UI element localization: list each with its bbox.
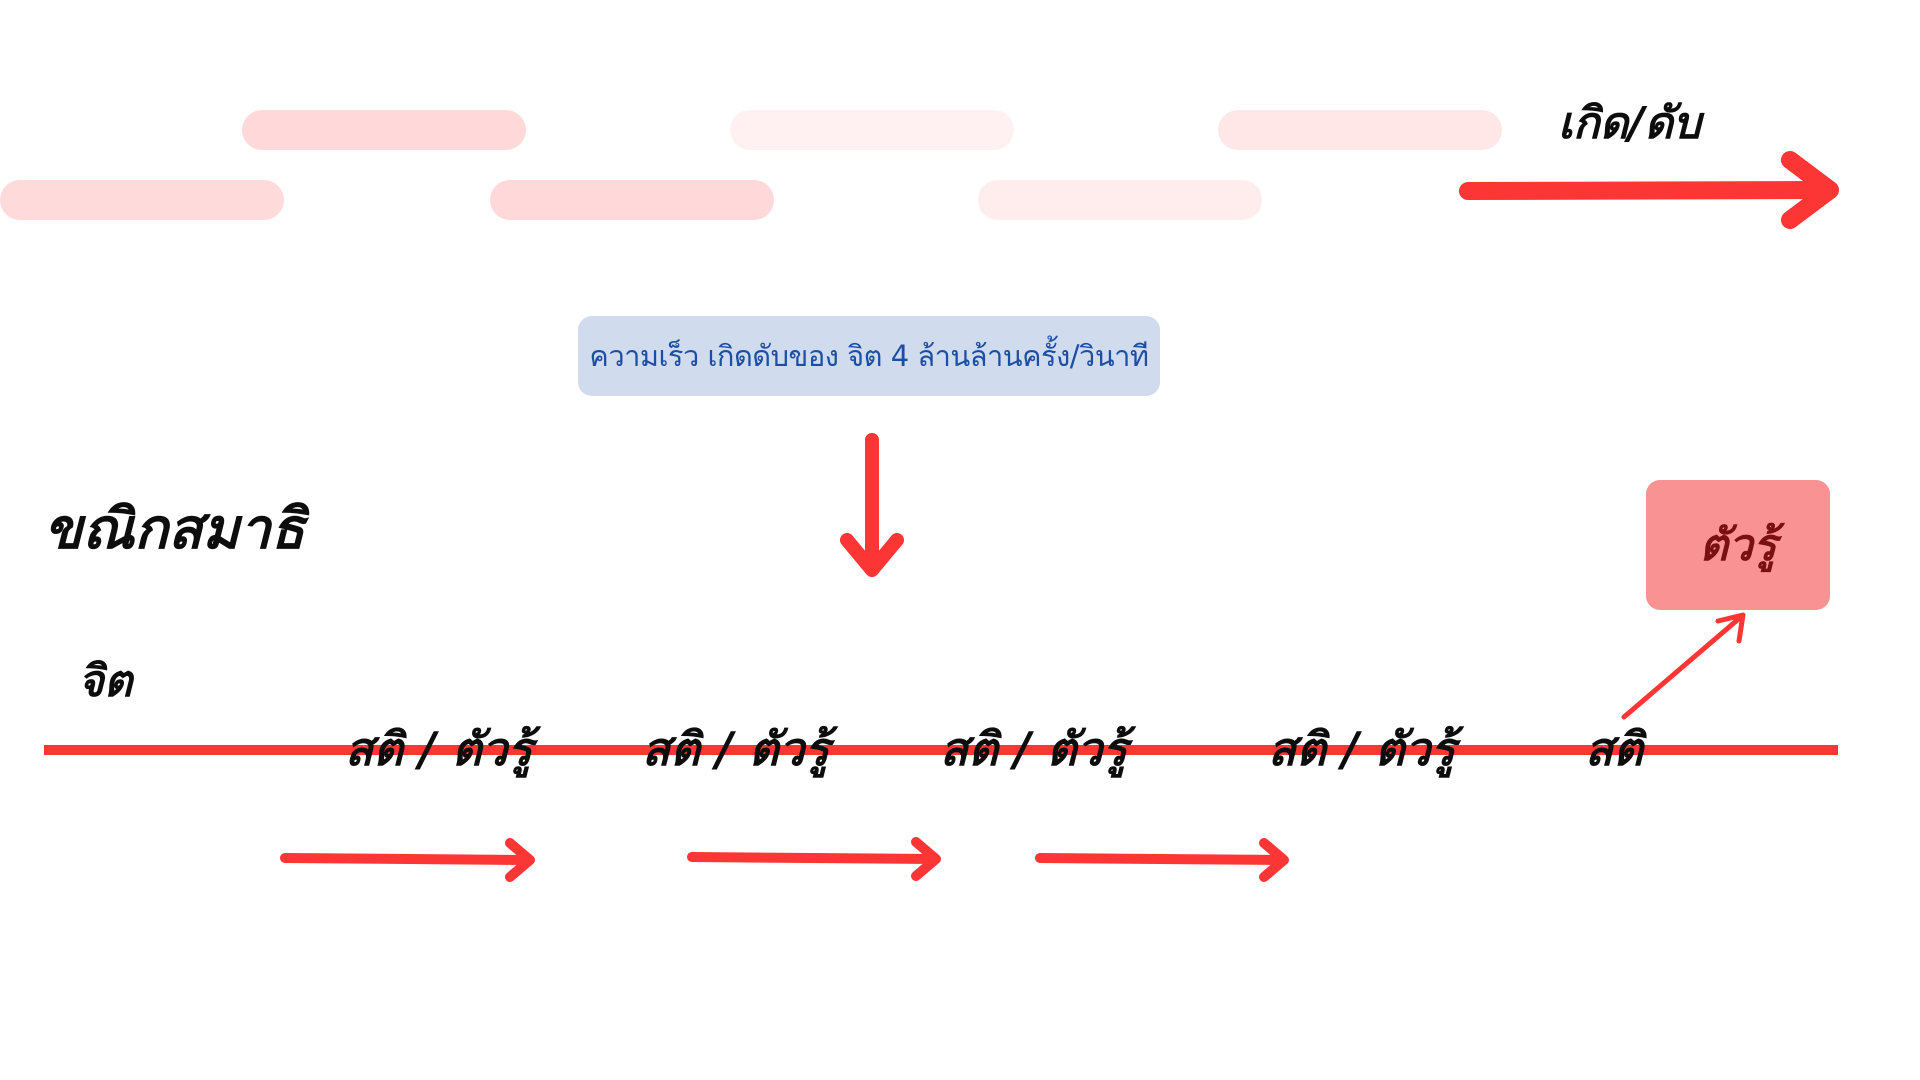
mind-label: จิต <box>78 656 133 707</box>
sati-label-5: สติ <box>1585 722 1643 776</box>
moment-pill <box>978 180 1262 220</box>
moment-pill <box>0 180 284 220</box>
moment-pill <box>490 180 774 220</box>
samadhi-label: ขณิกสมาธิ <box>44 497 305 562</box>
bottom-arrow-1-shaft <box>280 853 533 865</box>
sati-label-4: สติ / ตัวรู้ <box>1268 722 1456 776</box>
bottom-arrow-3-head <box>1259 838 1289 882</box>
moment-pill <box>1218 110 1502 150</box>
bottom-arrow-2-shaft <box>687 852 939 864</box>
sati-label-3: สติ / ตัวรู้ <box>940 722 1128 776</box>
knower-box-text: ตัวรู้ <box>1699 520 1777 571</box>
sati-label-2: สติ / ตัวรู้ <box>642 722 830 776</box>
speed-note-text: ความเร็ว เกิดดับของ จิต 4 ล้านล้านครั้ง/… <box>589 339 1149 373</box>
moment-pill <box>730 110 1014 150</box>
top-arrow-head <box>1781 151 1839 229</box>
top-arrow-shaft <box>1459 181 1837 200</box>
diagonal-arrow-shaft <box>1621 613 1745 720</box>
rise-cease-label: เกิด/ดับ <box>1558 98 1701 149</box>
bottom-arrow-2-head <box>911 837 941 881</box>
knower-box: ตัวรู้ <box>1646 480 1830 610</box>
bottom-arrow-1-head <box>505 838 535 882</box>
moment-pill <box>242 110 526 150</box>
bottom-arrow-3-shaft <box>1035 853 1287 865</box>
sati-label-1: สติ / ตัวรู้ <box>345 722 533 776</box>
diagonal-arrow-head <box>1715 612 1746 644</box>
speed-note-box: ความเร็ว เกิดดับของ จิต 4 ล้านล้านครั้ง/… <box>578 316 1160 396</box>
down-arrow-head <box>840 533 904 577</box>
